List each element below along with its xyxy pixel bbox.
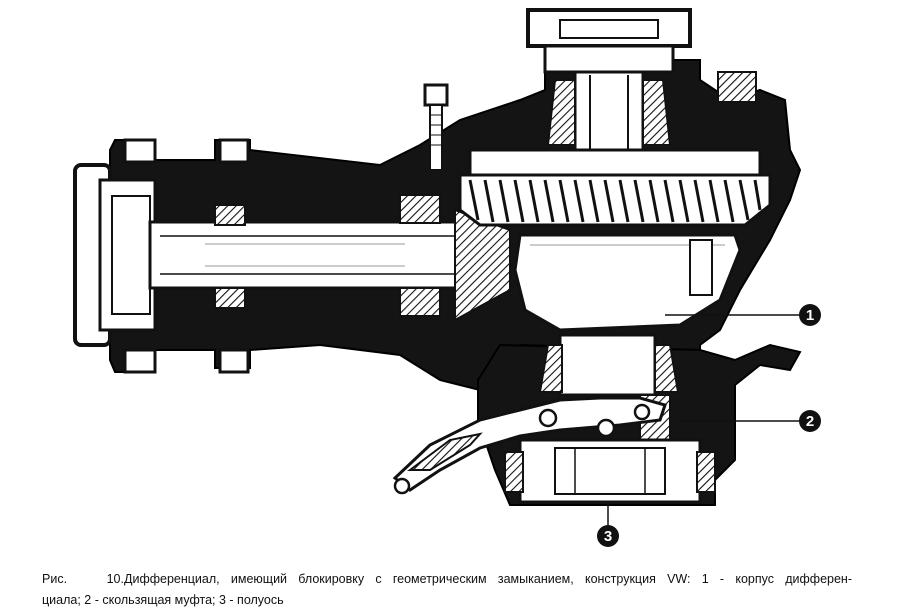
caption-line-1: Рис. 10.Дифференциал, имеющий блокировку…: [42, 569, 852, 590]
callout-3: 3: [597, 502, 619, 547]
callout-1: 1: [665, 304, 821, 326]
pinion-shaft: [148, 194, 511, 322]
caption-label: Рис. 10.: [42, 572, 124, 586]
housing-bolt: [423, 83, 449, 171]
differential-diagram: 1 2 3: [73, 8, 821, 547]
callout-3-number: 3: [604, 528, 612, 545]
caption-text-2: циала; 2 - скользящая муфта; 3 - полуось: [42, 593, 284, 607]
differential-case: [513, 233, 742, 332]
ring-gear: [458, 148, 772, 227]
caption-text-1: Дифференциал, имеющий блокировку с геоме…: [124, 572, 852, 586]
half-shaft: [504, 438, 716, 504]
sliding-sleeve-lever: [392, 396, 667, 495]
input-flange: [73, 138, 250, 374]
callout-2-number: 2: [806, 413, 814, 430]
callout-1-number: 1: [806, 307, 814, 324]
top-flange: [526, 8, 692, 164]
breather-fitting: [717, 71, 757, 103]
callout-2: 2: [680, 410, 821, 432]
figure-caption: Рис. 10.Дифференциал, имеющий блокировку…: [42, 569, 852, 611]
